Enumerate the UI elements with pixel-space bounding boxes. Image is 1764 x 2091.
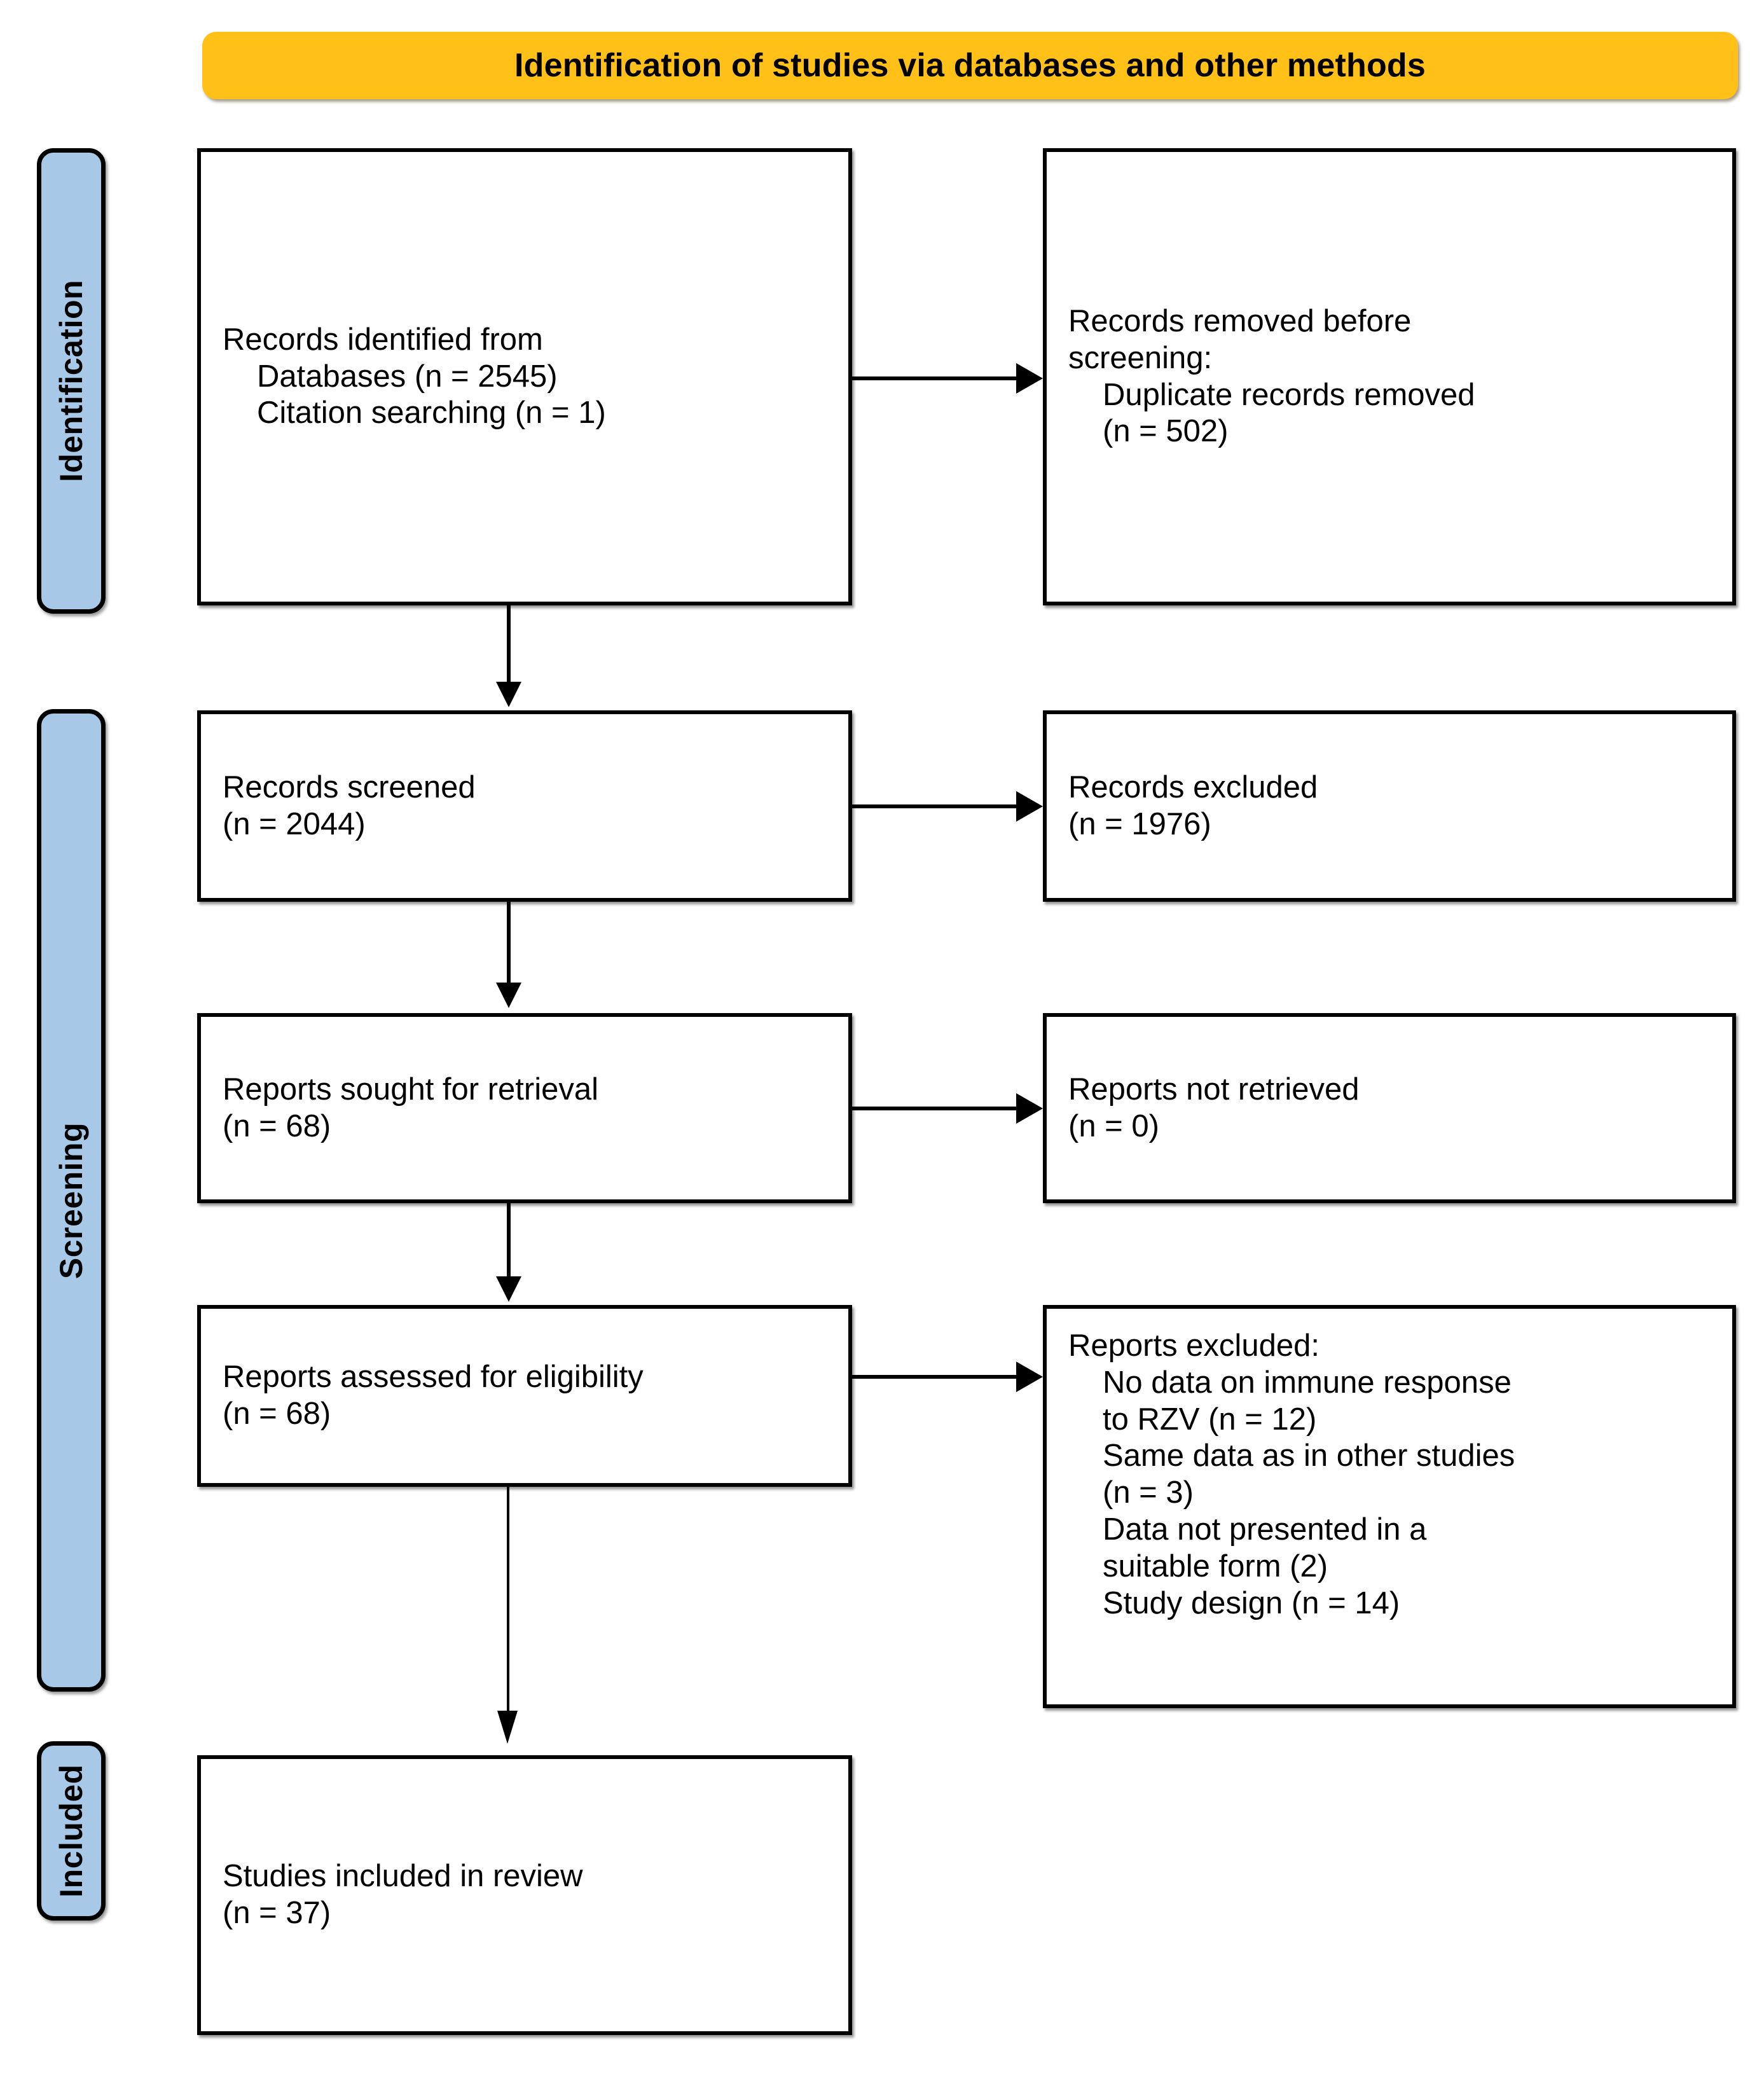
box-reports-sought-for-retrieval: Reports sought for retrieval (n = 68) (197, 1013, 852, 1203)
stage-band-screening: Screening (37, 709, 106, 1692)
reports-assessed-line-2: (n = 68) (223, 1397, 331, 1431)
stage-band-identification-label: Identification (53, 279, 90, 483)
arrow-sought-to-not-retrieved (852, 1107, 1019, 1110)
records-removed-line-2: screening: (1068, 340, 1213, 375)
arrow-screened-to-excluded (852, 804, 1019, 808)
records-identified-line-1: Records identified from (223, 322, 543, 357)
arrow-sought-to-assessed (507, 1203, 511, 1278)
reports-excluded-line-1: Reports excluded: (1068, 1328, 1320, 1363)
records-excluded-line-1: Records excluded (1068, 769, 1318, 804)
box-reports-assessed-for-eligibility: Reports assessed for eligibility (n = 68… (197, 1305, 852, 1487)
box-reports-not-retrieved: Reports not retrieved (n = 0) (1043, 1013, 1736, 1203)
arrow-assessed-to-reports-excluded-head (1016, 1362, 1043, 1392)
stage-band-screening-label: Screening (53, 1122, 89, 1279)
box-records-screened: Records screened (n = 2044) (197, 710, 852, 902)
studies-included-line-2: (n = 37) (223, 1896, 331, 1930)
records-screened-line-1: Records screened (223, 769, 476, 804)
records-removed-line-1: Records removed before (1068, 303, 1412, 338)
arrow-screened-to-sought (507, 902, 511, 984)
reports-excluded-line-6: Data not presented in a (1103, 1512, 1427, 1547)
reports-sought-line-1: Reports sought for retrieval (223, 1072, 598, 1107)
studies-included-line-1: Studies included in review (223, 1859, 583, 1894)
diagram-header-banner: Identification of studies via databases … (202, 32, 1738, 99)
records-identified-line-2: Databases (n = 2545) (257, 359, 558, 394)
records-removed-line-3: Duplicate records removed (1103, 377, 1475, 412)
arrow-assessed-to-reports-excluded (852, 1375, 1019, 1379)
reports-excluded-line-7: suitable form (2) (1103, 1549, 1328, 1584)
stage-band-included-label: Included (53, 1764, 90, 1898)
stage-band-identification: Identification (37, 148, 106, 614)
arrow-screened-to-sought-head (496, 983, 521, 1008)
box-records-excluded: Records excluded (n = 1976) (1043, 710, 1736, 902)
records-excluded-line-2: (n = 1976) (1068, 806, 1211, 841)
arrow-identified-to-screened-head (496, 682, 521, 707)
reports-excluded-line-2: No data on immune response (1103, 1365, 1512, 1400)
reports-excluded-line-4: Same data as in other studies (1103, 1439, 1515, 1473)
records-screened-line-2: (n = 2044) (223, 806, 366, 841)
arrow-identified-to-screened (507, 605, 511, 685)
arrow-identified-to-removed (852, 376, 1019, 380)
banner-title: Identification of studies via databases … (514, 47, 1426, 84)
reports-excluded-line-5: (n = 3) (1103, 1475, 1194, 1510)
reports-not-retrieved-line-2: (n = 0) (1068, 1108, 1159, 1143)
reports-not-retrieved-line-1: Reports not retrieved (1068, 1072, 1360, 1107)
arrow-assessed-to-included-head (497, 1711, 518, 1744)
box-records-removed-before-screening: Records removed before screening: Duplic… (1043, 148, 1736, 605)
records-identified-line-3: Citation searching (n = 1) (257, 396, 606, 431)
records-removed-line-4: (n = 502) (1103, 414, 1229, 449)
reports-excluded-line-8: Study design (n = 14) (1103, 1585, 1400, 1620)
arrow-sought-to-assessed-head (496, 1276, 521, 1302)
arrow-screened-to-excluded-head (1016, 791, 1043, 822)
box-reports-excluded: Reports excluded: No data on immune resp… (1043, 1305, 1736, 1708)
box-studies-included-in-review: Studies included in review (n = 37) (197, 1755, 852, 2035)
arrow-assessed-to-included (507, 1487, 509, 1732)
box-records-identified: Records identified from Databases (n = 2… (197, 148, 852, 605)
reports-excluded-line-3: to RZV (n = 12) (1103, 1402, 1317, 1437)
reports-sought-line-2: (n = 68) (223, 1108, 331, 1143)
arrow-sought-to-not-retrieved-head (1016, 1093, 1043, 1124)
reports-assessed-line-1: Reports assessed for eligibility (223, 1360, 644, 1395)
stage-band-included: Included (37, 1741, 106, 1921)
arrow-identified-to-removed-head (1016, 363, 1043, 394)
